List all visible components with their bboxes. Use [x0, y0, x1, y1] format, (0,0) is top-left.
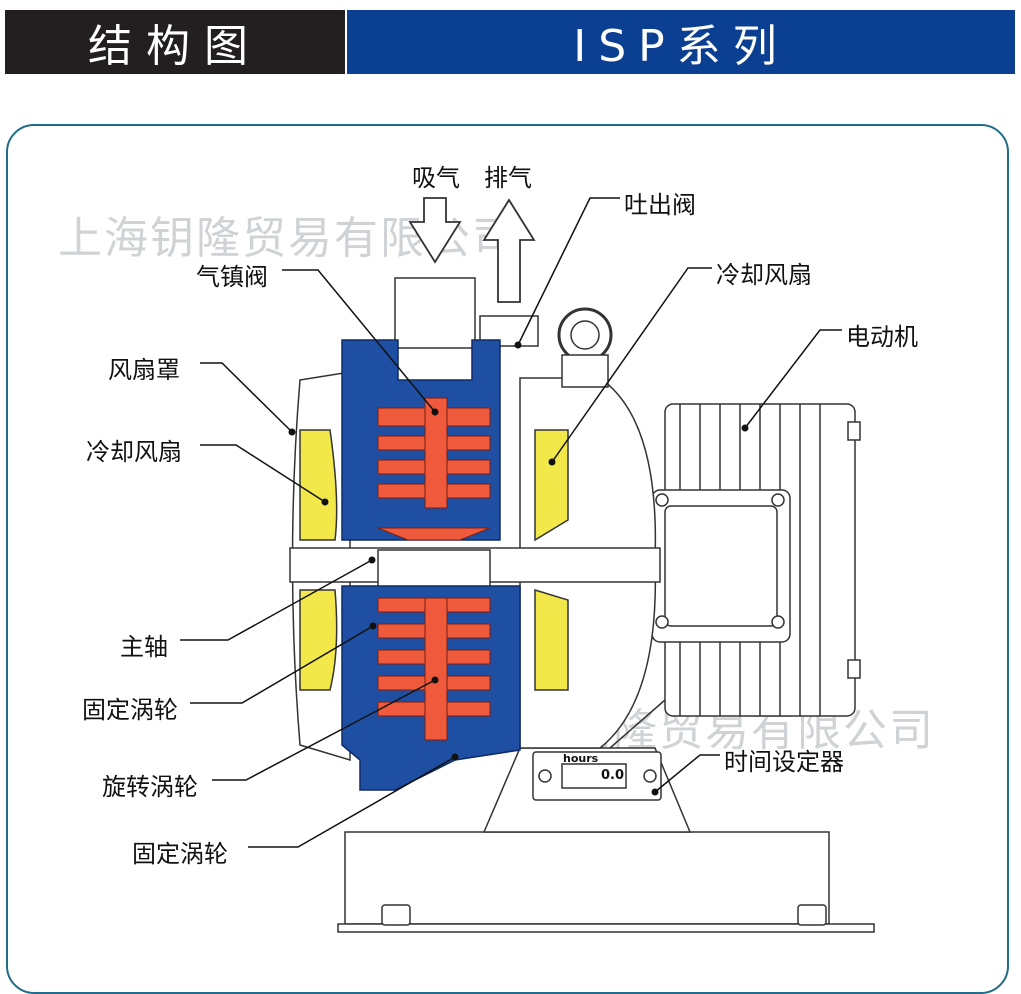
leader-dots [288, 341, 749, 796]
hour-meter-value: 0.0 [601, 768, 625, 783]
label-cooling-fan-right: 冷却风扇 [716, 261, 812, 289]
motor [651, 403, 861, 717]
label-intake: 吸气 [412, 164, 460, 192]
label-exhaust: 排气 [484, 164, 532, 192]
label-cooling-fan-left: 冷却风扇 [86, 438, 182, 466]
label-gas-ballast-valve: 气镇阀 [196, 263, 268, 291]
flow-arrows [408, 197, 536, 303]
label-fixed-scroll-2: 固定涡轮 [132, 840, 228, 868]
label-motor: 电动机 [846, 323, 918, 351]
label-timer: 时间设定器 [724, 748, 844, 776]
cooling-fans [299, 429, 569, 691]
label-discharge-valve: 吐出阀 [624, 191, 696, 219]
header-title-right: ISP系列 [347, 10, 1015, 74]
orbiting-scroll [377, 397, 491, 741]
hour-meter [532, 751, 662, 801]
header-title-left: 结构图 [5, 10, 345, 74]
hour-meter-unit: hours [563, 752, 599, 765]
label-fan-cover: 风扇罩 [108, 356, 180, 384]
leader-lines [180, 197, 842, 848]
label-main-shaft: 主轴 [120, 633, 168, 661]
label-fixed-scroll-1: 固定涡轮 [82, 696, 178, 724]
label-orbiting-scroll: 旋转涡轮 [102, 773, 198, 801]
